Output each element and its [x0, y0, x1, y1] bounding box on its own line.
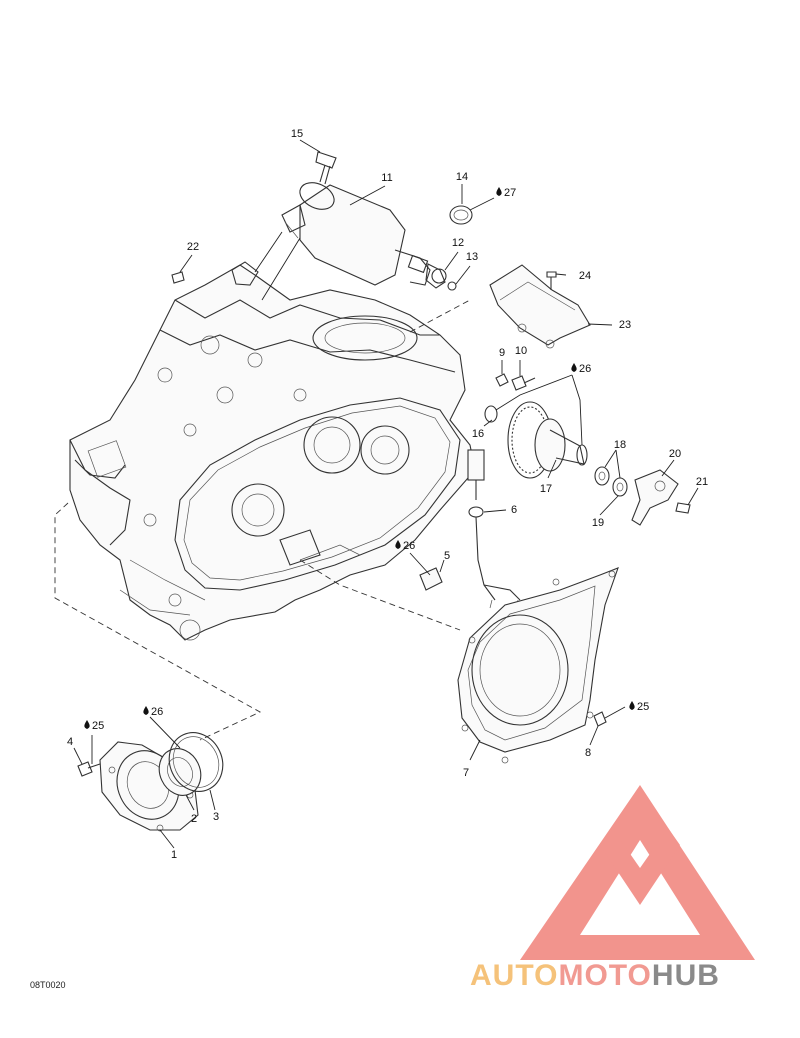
- lubricant-ref-25b: 25: [629, 701, 649, 713]
- callout-24: 24: [579, 270, 591, 282]
- callout-7: 7: [463, 767, 469, 779]
- bolt-10-drawing: [511, 375, 536, 391]
- crankcase-drawing: [69, 261, 476, 641]
- bolt-21-drawing: [675, 502, 691, 514]
- watermark-logo: [520, 785, 755, 960]
- callout-15: 15: [291, 128, 303, 140]
- lubricant-ref-26b: 26: [395, 540, 415, 552]
- callout-8: 8: [585, 747, 591, 759]
- bearing-16-drawing: [484, 405, 498, 423]
- sensor-harness-6-drawing: [467, 449, 521, 609]
- o-ring-3-drawing: [168, 732, 224, 792]
- lubricant-ref-26a: 26: [143, 706, 163, 718]
- lubricant-ref-25a: 25: [84, 720, 104, 732]
- callout-17: 17: [540, 483, 552, 495]
- bolt-8-drawing: [593, 711, 607, 727]
- callout-labels: 1 2 3 4 5 6 7 8 9 10 11 12 13 14 15 16 1…: [67, 128, 708, 861]
- lubricant-ref-26c: 26: [571, 363, 591, 375]
- svg-text:26: 26: [579, 363, 591, 375]
- drop-icon: [395, 540, 401, 549]
- triangle-logo-icon: [520, 785, 755, 960]
- callout-1: 1: [171, 849, 177, 861]
- washer-18-drawing: [594, 466, 610, 486]
- lubricant-ref-27: 27: [496, 187, 516, 199]
- callout-18: 18: [614, 439, 626, 451]
- washer-19-drawing: [612, 477, 628, 497]
- washer-22-drawing: [171, 271, 185, 284]
- callout-11: 11: [381, 172, 392, 184]
- callout-5: 5: [444, 550, 450, 562]
- starter-gear-12-drawing: [431, 268, 457, 291]
- nut-9-drawing: [495, 373, 509, 387]
- callout-16: 16: [472, 428, 484, 440]
- starter-motor-drawing: [254, 182, 446, 301]
- starter-drive-gear-17-drawing: [507, 401, 588, 479]
- callout-13: 13: [466, 251, 478, 263]
- callout-22: 22: [187, 241, 199, 253]
- callout-4: 4: [67, 736, 73, 748]
- callout-19: 19: [592, 517, 604, 529]
- bolt-15-drawing: [315, 151, 337, 185]
- support-20-drawing: [631, 469, 679, 526]
- bolt-4-drawing: [77, 761, 101, 777]
- callout-14: 14: [456, 171, 468, 183]
- alignment-lines: [54, 299, 471, 741]
- drawing-code: 08T0020: [30, 980, 66, 990]
- logo-inner-mark: [600, 828, 680, 905]
- svg-text:25: 25: [637, 701, 649, 713]
- callout-3: 3: [213, 811, 219, 823]
- svg-text:26: 26: [151, 706, 163, 718]
- leader-lines: [73, 139, 699, 849]
- callout-2: 2: [191, 813, 197, 825]
- drop-icon: [496, 187, 502, 196]
- watermark-text: AUTOMOTOHUB: [470, 959, 720, 992]
- lubricant-labels: 25 25 26 26 26 27: [84, 187, 649, 732]
- svg-text:25: 25: [92, 720, 104, 732]
- seal-cover-1-drawing: [99, 741, 199, 832]
- drop-icon: [143, 706, 149, 715]
- svg-text:27: 27: [504, 187, 516, 199]
- callout-9: 9: [499, 347, 505, 359]
- callout-10: 10: [515, 345, 527, 357]
- callout-23: 23: [619, 319, 631, 331]
- cover-plate-23-drawing: [489, 264, 591, 349]
- callout-21: 21: [696, 476, 708, 488]
- drop-icon: [629, 701, 635, 710]
- svg-text:26: 26: [403, 540, 415, 552]
- callout-6: 6: [511, 504, 517, 516]
- drop-icon: [571, 363, 577, 372]
- cover-7-drawing: [457, 567, 619, 764]
- callout-12: 12: [452, 237, 464, 249]
- o-ring-14-drawing: [449, 205, 473, 225]
- callout-20: 20: [669, 448, 681, 460]
- plug-5-drawing: [419, 567, 443, 591]
- drop-icon: [84, 720, 90, 729]
